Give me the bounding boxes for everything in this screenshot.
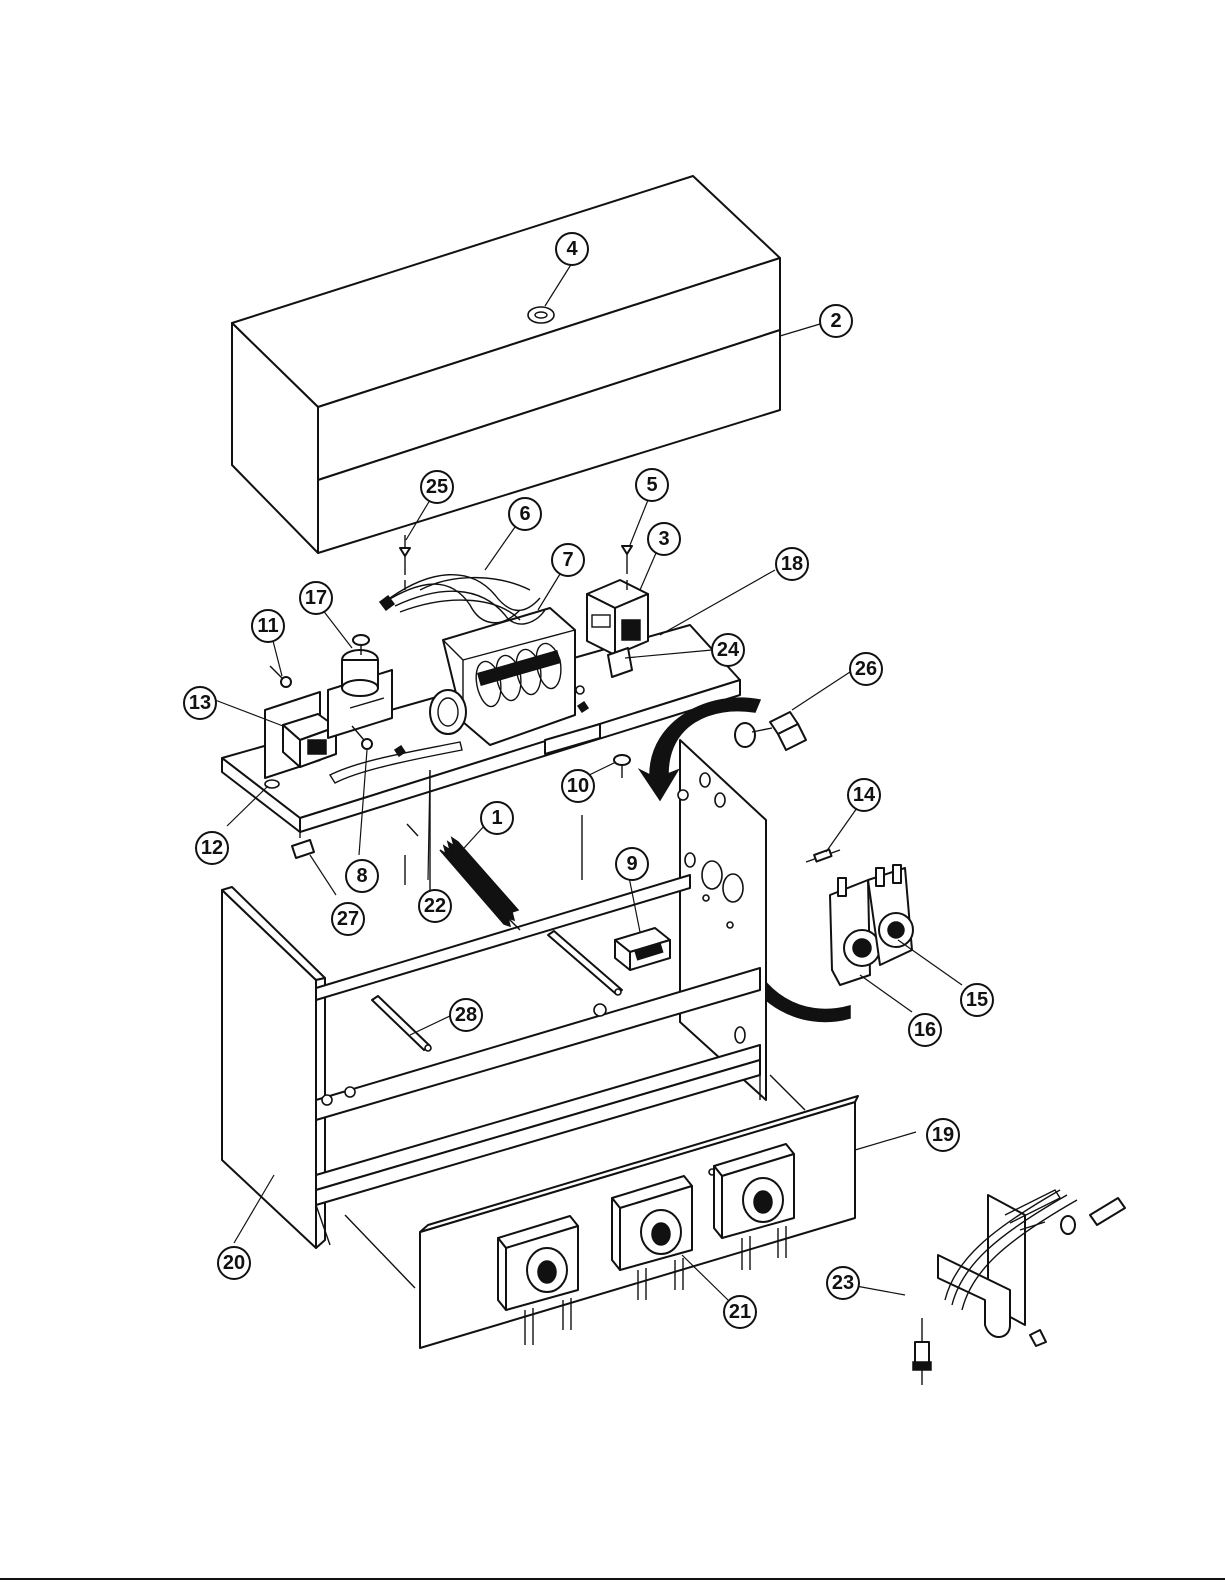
callout-5-label: 5: [646, 474, 657, 496]
callout-4-label: 4: [566, 238, 578, 260]
callout-19: 19: [927, 1119, 959, 1151]
callout-5: 5: [636, 469, 668, 501]
callout-28-label: 28: [455, 1004, 477, 1026]
callout-16-label: 16: [914, 1019, 936, 1041]
callout-26-label: 26: [855, 658, 877, 680]
callout-11-label: 11: [257, 615, 278, 637]
callout-12: 12: [196, 832, 228, 864]
callout-26: 26: [850, 653, 882, 685]
callout-28: 28: [450, 999, 482, 1031]
callout-3: 3: [648, 523, 680, 555]
callout-2: 2: [820, 305, 852, 337]
callout-22-label: 22: [424, 895, 446, 917]
toggle-switch-26: [735, 712, 806, 750]
screw-25: [400, 535, 410, 590]
callout-21: 21: [724, 1296, 756, 1328]
page-bottom-rule: [0, 1578, 1225, 1580]
fuse-14: [806, 850, 840, 862]
callout-12-label: 12: [201, 837, 223, 859]
callout-11: 11: [252, 610, 284, 642]
callout-27-label: 27: [337, 908, 359, 930]
callout-10-label: 10: [567, 775, 589, 797]
callout-7: 7: [552, 544, 584, 576]
callout-3-label: 3: [658, 528, 669, 550]
callout-1: 1: [481, 802, 513, 834]
callout-15: 15: [961, 984, 993, 1016]
callout-23: 23: [827, 1267, 859, 1299]
callout-27: 27: [332, 903, 364, 935]
callout-2-label: 2: [830, 310, 841, 332]
callout-22: 22: [419, 890, 451, 922]
callout-23-label: 23: [832, 1272, 854, 1294]
callout-25: 25: [421, 471, 453, 503]
pilot-bracket-23: [913, 1190, 1125, 1385]
callout-19-label: 19: [932, 1124, 954, 1146]
cover-lock-hole: [528, 307, 554, 323]
callout-13-label: 13: [189, 692, 211, 714]
callout-15-label: 15: [966, 989, 988, 1011]
callout-24: 24: [712, 634, 744, 666]
spring-1: [440, 838, 520, 930]
callout-13: 13: [184, 687, 216, 719]
callout-8: 8: [346, 860, 378, 892]
callout-9-label: 9: [626, 853, 637, 875]
callout-21-label: 21: [729, 1301, 751, 1323]
terminal-block-9: [615, 928, 670, 970]
callout-14-label: 14: [853, 784, 876, 806]
top-cover: [232, 176, 780, 553]
callout-16: 16: [909, 1014, 941, 1046]
callout-9: 9: [616, 848, 648, 880]
callout-24-label: 24: [717, 639, 740, 661]
callout-8-label: 8: [356, 865, 367, 887]
callout-6-label: 6: [519, 503, 530, 525]
callout-17: 17: [300, 582, 332, 614]
callout-20-label: 20: [223, 1252, 245, 1274]
callout-25-label: 25: [426, 476, 448, 498]
callout-10: 10: [562, 770, 594, 802]
callout-14: 14: [848, 779, 880, 811]
callout-18: 18: [776, 548, 808, 580]
callout-7-label: 7: [562, 549, 573, 571]
callout-20: 20: [218, 1247, 250, 1279]
callout-1-label: 1: [491, 807, 502, 829]
callout-18-label: 18: [781, 553, 803, 575]
callout-17-label: 17: [305, 587, 327, 609]
callout-6: 6: [509, 498, 541, 530]
callout-4: 4: [556, 233, 588, 265]
gas-valve-21-left: [498, 1216, 578, 1345]
